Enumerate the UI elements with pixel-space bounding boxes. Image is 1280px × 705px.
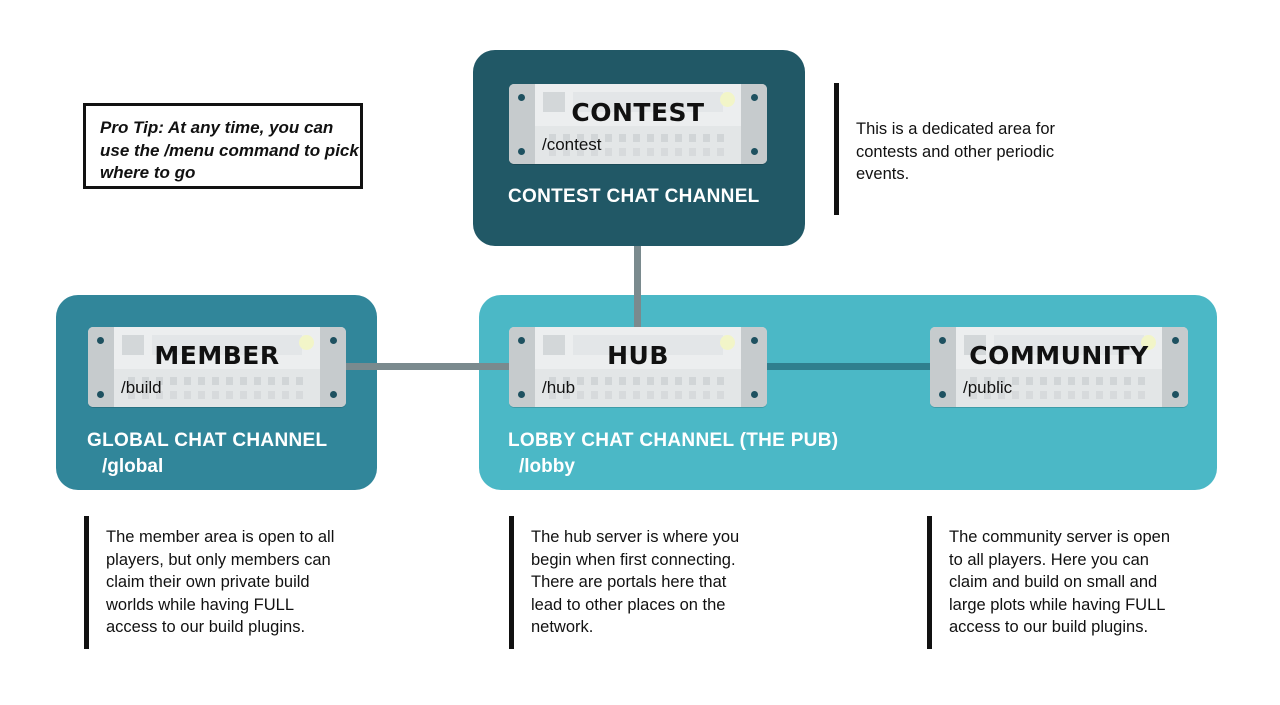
contest-description: This is a dedicated area for contests an… [856, 118, 1055, 186]
connector-hub-community-inner [766, 363, 931, 370]
contest-desc-line: This is a dedicated area for [856, 120, 1056, 138]
member-desc-line: access to our build plugins. [106, 618, 306, 636]
hub-desc-line: lead to other places on the [531, 595, 726, 614]
community-desc-line: claim and build on small and [949, 573, 1158, 591]
connector-member-hub-inner [345, 363, 511, 370]
server-contest: CONTEST /contest [509, 84, 767, 164]
server-community-command: /public [963, 378, 1013, 397]
community-desc-line: large plots while having FULL [949, 595, 1166, 614]
global-channel-label: GLOBAL CHAT CHANNEL [87, 430, 328, 451]
member-desc-line: players, but only members can [106, 550, 331, 569]
hub-desc-line: There are portals here that [531, 573, 727, 591]
pro-tip-text: Pro Tip: At any time, you can use the /m… [100, 118, 359, 182]
connector-contest-hub-inner [634, 295, 641, 328]
server-member: MEMBER /build [88, 327, 346, 407]
server-hub-name: HUB [607, 341, 669, 370]
hub-description: The hub server is where you begin when f… [531, 526, 739, 639]
server-hub-command: /hub [542, 378, 576, 397]
member-description: The member area is open to all players, … [106, 526, 334, 639]
community-desc-line: access to our build plugins. [949, 618, 1149, 636]
contest-desc-line: contests and other periodic [856, 142, 1055, 161]
connector-contest-hub-lower [634, 246, 641, 295]
server-contest-command: /contest [542, 135, 602, 154]
community-desc-line: The community server is open [949, 528, 1171, 546]
hub-desc-bar [509, 516, 514, 649]
contest-channel-label: CONTEST CHAT CHANNEL [508, 186, 760, 207]
hub-desc-line: network. [531, 618, 594, 636]
member-desc-line: claim their own private build [106, 573, 310, 591]
member-desc-line: worlds while having FULL [106, 595, 295, 614]
lobby-channel-label: LOBBY CHAT CHANNEL (THE PUB) [508, 430, 839, 451]
hub-desc-line: begin when first connecting. [531, 550, 736, 569]
member-desc-line: The member area is open to all [106, 528, 335, 546]
global-channel-command: /global [102, 456, 164, 477]
server-community-name: COMMUNITY [969, 341, 1149, 370]
lobby-channel-command: /lobby [519, 456, 575, 477]
community-desc-line: to all players. Here you can [949, 550, 1149, 569]
pro-tip-box: Pro Tip: At any time, you can use the /m… [83, 103, 363, 189]
member-desc-bar [84, 516, 89, 649]
contest-desc-bar [834, 83, 839, 215]
contest-desc-line: events. [856, 165, 910, 183]
server-hub: HUB /hub [509, 327, 767, 407]
community-desc-bar [927, 516, 932, 649]
server-community: COMMUNITY /public [930, 327, 1188, 407]
server-contest-name: CONTEST [571, 98, 705, 127]
community-description: The community server is open to all play… [949, 526, 1170, 639]
server-member-command: /build [121, 378, 162, 397]
server-member-name: MEMBER [154, 341, 280, 370]
hub-desc-line: The hub server is where you [531, 528, 740, 546]
